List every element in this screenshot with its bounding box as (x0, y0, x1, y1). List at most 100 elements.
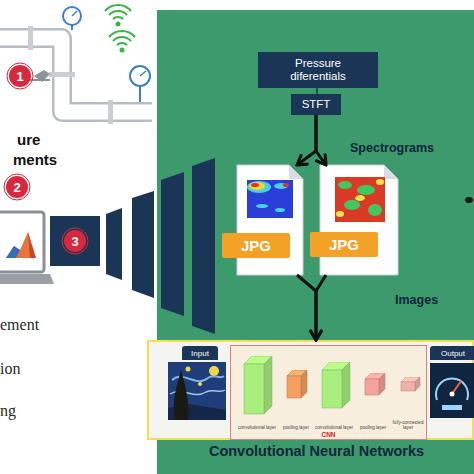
image-file: JPG (320, 165, 398, 275)
spectrogram-image-part (338, 181, 352, 189)
callout-circle-part (6, 176, 28, 198)
layer-block: fully-connected layer (391, 377, 425, 430)
cropped-caption: ure (17, 131, 40, 148)
callout-circle-part (62, 228, 88, 254)
layer-cuboid (264, 356, 272, 414)
pipe-illustration-part (0, 38, 152, 112)
pipe-illustration-part (108, 100, 113, 124)
laptop-icon-part (6, 232, 36, 258)
funnel-shape-part (50, 216, 100, 266)
starry-night-image (168, 362, 226, 420)
laptop-icon (0, 212, 54, 284)
starry-night-image-part (172, 376, 224, 381)
spectrogram-image-part (335, 177, 385, 222)
laptop-icon-part (28, 232, 36, 258)
pressure-gauge-part (130, 66, 150, 86)
node-text: Input (191, 349, 209, 358)
flow-arrow (316, 115, 326, 165)
node-text: STFT (302, 98, 331, 111)
wifi-symbol-part (113, 17, 123, 19)
laptop-icon-part (0, 212, 44, 272)
node-text: convolutional layer (309, 425, 359, 430)
pipe-illustration-part (0, 38, 152, 112)
spectrogram-image-part (376, 179, 384, 185)
layer-cuboid (322, 370, 342, 408)
callout-circle (62, 228, 88, 254)
gauge-image-part (436, 378, 468, 400)
layer-cuboid (281, 370, 311, 430)
spectrogram-image (247, 180, 293, 218)
spectrogram-image-part (249, 182, 265, 190)
cropped-caption: ng (0, 402, 16, 420)
pipe-illustration-part (28, 26, 33, 50)
layer-block: pooling layer (281, 370, 311, 430)
laptop-icon-part (6, 246, 20, 258)
starry-night-image-part (186, 367, 191, 372)
pressure-gauge-part (72, 11, 77, 16)
spectrogram-image-part (344, 200, 360, 210)
callout-circle-part (4, 174, 30, 200)
funnel-shape-part (106, 208, 122, 280)
flow-arrow (297, 275, 316, 340)
flow-arrow (316, 88, 318, 94)
document-outline (237, 165, 303, 275)
layer-cuboid (357, 373, 389, 430)
spectrogram-image-part (283, 183, 289, 187)
starry-night-image-part (198, 382, 202, 386)
wifi-symbol (105, 5, 135, 52)
node-text: convolutional layer (232, 425, 282, 430)
spectrogram-image-part (247, 181, 271, 193)
gauge-image-part (452, 381, 461, 394)
cropped-caption: ments (13, 151, 57, 168)
document-outline (320, 165, 398, 275)
spectrogram-image (335, 177, 385, 222)
wifi-symbol-part (113, 37, 131, 41)
funnel-shape-part (161, 172, 184, 316)
document-outline (237, 165, 303, 275)
layer-cuboid (415, 377, 420, 391)
node-text: CNN (231, 431, 426, 438)
node-text: Output (441, 349, 465, 358)
layer-cuboid (236, 356, 278, 430)
input-tab: Input (182, 346, 218, 360)
gauge-image-part (442, 405, 462, 410)
edge-label: Spectrograms (350, 141, 434, 155)
node-text: fully-connected layer (387, 420, 429, 430)
starry-night-image-part (209, 366, 219, 376)
spectrogram-image-part (357, 185, 375, 195)
spectrogram-image-part (256, 204, 268, 208)
gauge-image-part (430, 363, 474, 418)
layer-cuboid (301, 370, 307, 398)
pipe-illustration (0, 26, 152, 124)
starry-night-image-part (168, 404, 226, 420)
output-tab: Output (430, 346, 474, 360)
spectrogram-image-part (247, 180, 293, 218)
layer-cuboid (401, 382, 415, 391)
wifi-symbol-part (109, 31, 135, 37)
pressure-gauge-part (140, 71, 146, 76)
cropped-caption: ement (0, 316, 39, 334)
layer-cuboid (244, 364, 264, 414)
node-text: JPG (222, 233, 290, 258)
node-text: pooling layer (277, 425, 315, 430)
wifi-symbol-part (117, 23, 120, 26)
wifi-symbol-part (121, 49, 124, 52)
funnel-shape-part (132, 191, 154, 298)
gauge-image-part (450, 392, 455, 397)
document-fold (384, 165, 398, 179)
laptop-icon-part (0, 274, 54, 284)
layer-cuboid (313, 362, 355, 430)
flow-arrow (316, 275, 326, 340)
spectrogram-image-part (355, 195, 365, 201)
callout-circle-part (9, 65, 31, 87)
pipe-illustration-part (49, 72, 75, 77)
document-fold (289, 165, 303, 179)
callout-number: 1 (9, 65, 31, 87)
callout-circle-part (64, 230, 86, 252)
cnn-box: CNNconvolutional layerpooling layerconvo… (230, 345, 427, 440)
